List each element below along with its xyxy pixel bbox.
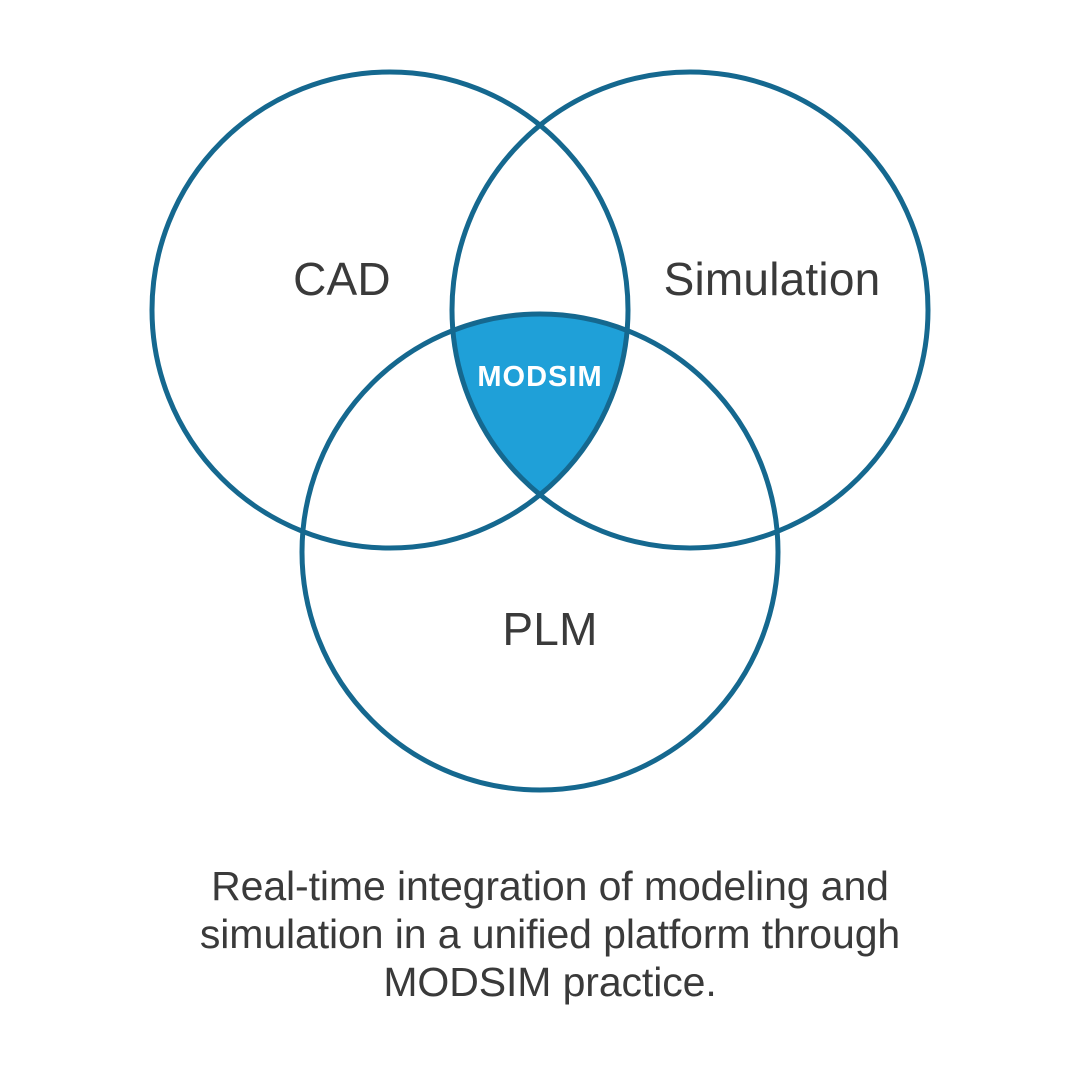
caption-line-3: MODSIM practice. [383, 959, 716, 1005]
caption-line-2: simulation in a unified platform through [200, 911, 900, 957]
caption-line-1: Real-time integration of modeling and [211, 863, 889, 909]
circle-simulation[interactable] [449, 69, 931, 551]
circle-plm[interactable] [299, 311, 781, 793]
label-cad: CAD [293, 253, 391, 305]
label-plm: PLM [502, 603, 597, 655]
label-simulation: Simulation [664, 253, 881, 305]
circle-cad[interactable] [149, 69, 631, 551]
label-modsim: MODSIM [477, 361, 602, 393]
